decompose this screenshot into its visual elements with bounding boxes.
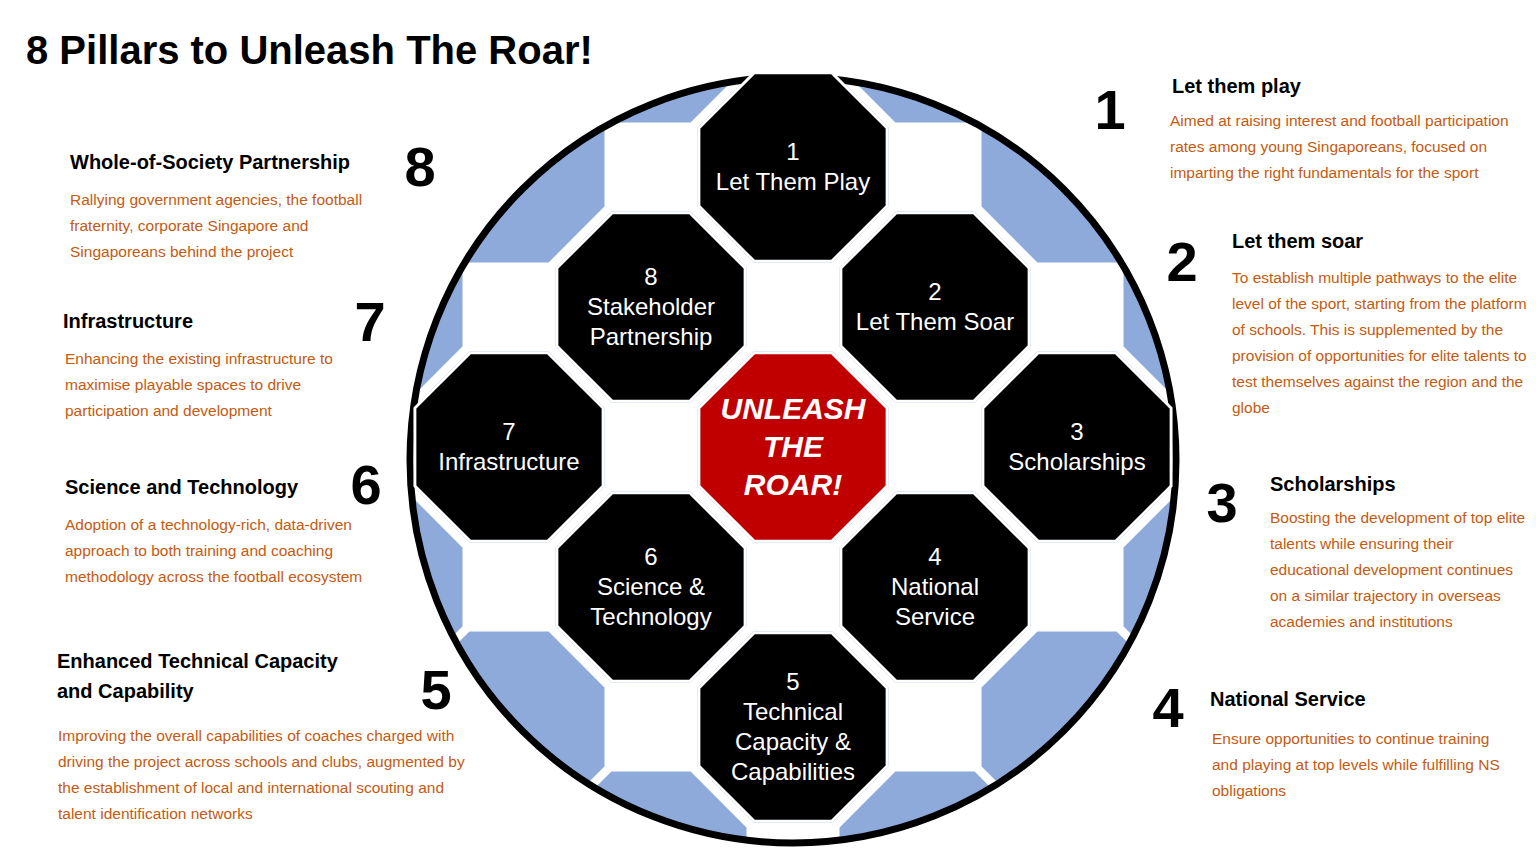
ball-panel bbox=[1122, 0, 1316, 124]
pillar-name: Science & Technology bbox=[567, 572, 735, 632]
callout-number: 8 bbox=[404, 137, 435, 197]
octagon-text-area: 2Let Them Soar bbox=[838, 210, 1032, 404]
ball-panel bbox=[554, 210, 748, 404]
pillar-heading: Scholarships bbox=[1270, 469, 1520, 499]
pillar-number: 6 bbox=[644, 542, 657, 572]
ball-panel bbox=[554, 490, 748, 684]
pillar-description: Boosting the development of top elite ta… bbox=[1270, 505, 1528, 635]
pillar-octagon: 1Let Them Play bbox=[696, 70, 890, 264]
pillar-heading: Enhanced Technical Capacity and Capabili… bbox=[57, 646, 377, 706]
center-octagon: UNLEASH THE ROAR! bbox=[696, 350, 890, 544]
pillar-description: To establish multiple pathways to the el… bbox=[1232, 265, 1527, 421]
octagon-text-area: 1Let Them Play bbox=[696, 70, 890, 264]
pillar-number: 3 bbox=[1070, 417, 1083, 447]
pillar-description: Rallying government agencies, the footba… bbox=[70, 187, 405, 265]
octagon-shape bbox=[980, 350, 1174, 544]
callout-number: 6 bbox=[350, 455, 381, 515]
callout-number: 5 bbox=[420, 660, 451, 720]
ball-panel bbox=[270, 210, 464, 404]
octagon-text-area: 7Infrastructure bbox=[412, 350, 606, 544]
pillar-heading: Let them play bbox=[1172, 71, 1502, 101]
octagon-outline bbox=[699, 633, 887, 821]
octagon-text-area: 8Stakeholder Partnership bbox=[554, 210, 748, 404]
pillar-number: 5 bbox=[786, 667, 799, 697]
ball-panel bbox=[412, 70, 606, 264]
octagon-text-area: 5Technical Capacity & Capabilities bbox=[696, 630, 890, 824]
ball-panel bbox=[696, 70, 890, 264]
pillar-heading: Science and Technology bbox=[65, 472, 345, 502]
pillar-octagon: 4National Service bbox=[838, 490, 1032, 684]
octagon-outline bbox=[415, 353, 603, 541]
ball-panel bbox=[838, 490, 1032, 684]
pillar-octagon: 2Let Them Soar bbox=[838, 210, 1032, 404]
octagon-text-area: 3Scholarships bbox=[980, 350, 1174, 544]
octagon-outline bbox=[841, 493, 1029, 681]
octagon-shape bbox=[412, 350, 606, 544]
ball-outline bbox=[410, 77, 1176, 843]
pillar-octagon: 6Science & Technology bbox=[554, 490, 748, 684]
ball-panel bbox=[980, 70, 1174, 264]
ball-panel bbox=[980, 630, 1174, 824]
ball-panel bbox=[980, 350, 1174, 544]
pillar-name: Let Them Play bbox=[716, 167, 870, 197]
pillar-number: 1 bbox=[786, 137, 799, 167]
octagon-outline bbox=[983, 353, 1171, 541]
pillar-octagon: 3Scholarships bbox=[980, 350, 1174, 544]
pillar-description: Ensure opportunities to continue trainin… bbox=[1212, 726, 1517, 804]
callout-number: 1 bbox=[1094, 80, 1125, 140]
pillar-name: Let Them Soar bbox=[856, 307, 1014, 337]
pillar-name: Technical Capacity & Capabilities bbox=[709, 697, 877, 787]
ball-panel bbox=[412, 350, 606, 544]
octagon-outline bbox=[557, 493, 745, 681]
pillar-name: Scholarships bbox=[1008, 447, 1145, 477]
pillar-heading: Whole-of-Society Partnership bbox=[70, 147, 400, 177]
octagon-text-area: UNLEASH THE ROAR! bbox=[696, 350, 890, 544]
pillar-name: Infrastructure bbox=[438, 447, 579, 477]
pillar-octagon: 5Technical Capacity & Capabilities bbox=[696, 630, 890, 824]
ball-panel bbox=[838, 210, 1032, 404]
callout-number: 3 bbox=[1206, 473, 1237, 533]
pillar-description: Aimed at raising interest and football p… bbox=[1170, 108, 1515, 186]
pillar-description: Adoption of a technology-rich, data-driv… bbox=[65, 512, 400, 590]
pillar-number: 4 bbox=[928, 542, 941, 572]
pillar-heading: Let them soar bbox=[1232, 226, 1522, 256]
octagon-text-area: 4National Service bbox=[838, 490, 1032, 684]
octagon-outline bbox=[699, 73, 887, 261]
pillar-octagon: 7Infrastructure bbox=[412, 350, 606, 544]
ball-panel bbox=[696, 630, 890, 824]
pillar-description: Enhancing the existing infrastructure to… bbox=[65, 346, 370, 424]
octagon-shape bbox=[838, 210, 1032, 404]
page-title: 8 Pillars to Unleash The Roar! bbox=[26, 28, 593, 73]
pillar-number: 8 bbox=[644, 262, 657, 292]
octagon-outline bbox=[841, 213, 1029, 401]
pillar-number: 2 bbox=[928, 277, 941, 307]
center-title: UNLEASH THE ROAR! bbox=[718, 390, 868, 504]
octagon-outline bbox=[557, 213, 745, 401]
pillar-name: National Service bbox=[851, 572, 1019, 632]
ball-panel bbox=[1264, 630, 1458, 824]
ball-panel bbox=[696, 350, 890, 544]
octagon-shape bbox=[696, 70, 890, 264]
octagon-text-area: 6Science & Technology bbox=[554, 490, 748, 684]
pillar-heading: Infrastructure bbox=[63, 306, 343, 336]
callout-number: 7 bbox=[354, 292, 385, 352]
pillar-heading: National Service bbox=[1210, 684, 1510, 714]
octagon-outline bbox=[699, 353, 887, 541]
pillar-number: 7 bbox=[502, 417, 515, 447]
callout-number: 2 bbox=[1166, 232, 1197, 292]
pillar-description: Improving the overall capabilities of co… bbox=[58, 723, 468, 827]
pillar-name: Stakeholder Partnership bbox=[567, 292, 735, 352]
pillar-octagon: 8Stakeholder Partnership bbox=[554, 210, 748, 404]
callout-number: 4 bbox=[1152, 678, 1183, 738]
octagon-shape bbox=[696, 630, 890, 824]
